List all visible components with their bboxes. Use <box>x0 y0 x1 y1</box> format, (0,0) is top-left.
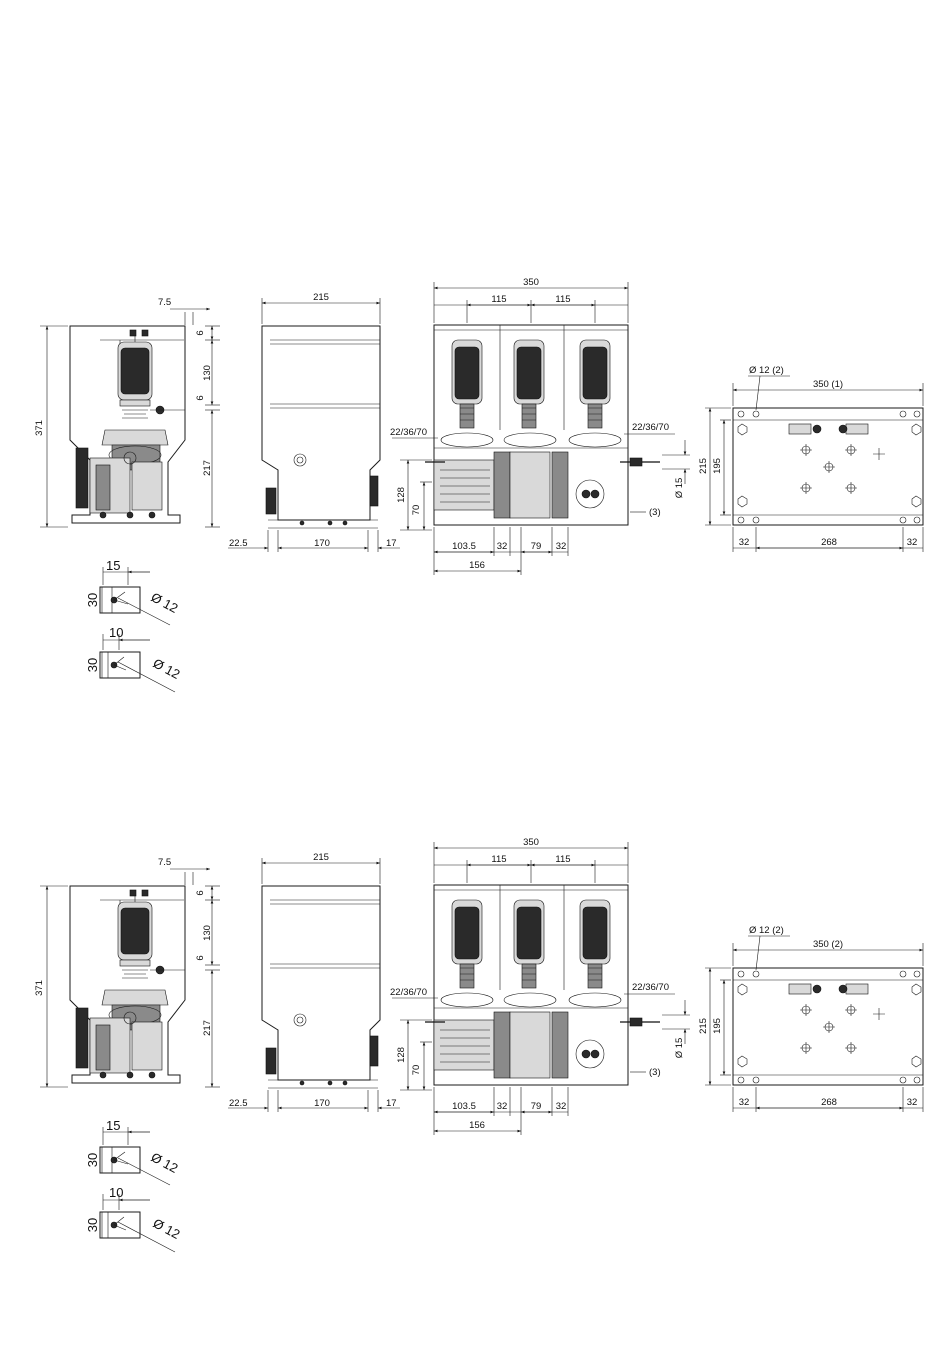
dim-371: 371 <box>34 980 45 996</box>
detail2-h: 30 <box>85 1218 100 1232</box>
dim-170: 170 <box>314 538 330 549</box>
dim-156: 156 <box>469 560 485 571</box>
detail1-d: 15 <box>106 558 120 573</box>
dim-32-plan-r: 32 <box>907 1097 918 1108</box>
detail2-h: 30 <box>85 658 100 672</box>
dim-32-plan-l: 32 <box>739 537 750 548</box>
dim-6-mid: 6 <box>195 395 206 400</box>
dim-22-5: 22.5 <box>229 1098 248 1109</box>
hole-label: Ø 12 (2) <box>749 365 784 376</box>
dim-79: 79 <box>531 1101 542 1112</box>
dim-dia-15: Ø 15 <box>674 478 685 499</box>
dim-6-top: 6 <box>195 330 206 335</box>
dim-195-plan: 195 <box>712 458 723 474</box>
pole-3 <box>579 899 611 989</box>
dim-350-plan: 350 (2) <box>813 939 843 950</box>
back-view: 215 22.5 170 17 <box>228 852 400 1112</box>
plan-view: Ø 12 (2) 350 (1) 215 195 32 268 32 <box>698 365 924 552</box>
dim-70: 70 <box>411 1065 422 1076</box>
dim-115-a: 115 <box>491 854 506 865</box>
plan-view: Ø 12 (2) 350 (2) 215 195 32 268 32 <box>698 925 924 1112</box>
dim-79: 79 <box>531 541 542 552</box>
dim-115-b: 115 <box>555 854 570 865</box>
term-right: 22/36/70 <box>632 422 669 433</box>
detail1-dia: Ø 12 <box>149 589 181 615</box>
dim-103-5: 103.5 <box>452 541 476 552</box>
dim-7-5: 7.5 <box>158 857 171 868</box>
note-3: (3) <box>649 507 661 518</box>
hole-label: Ø 12 (2) <box>749 925 784 936</box>
detail-2: 10 30 Ø 12 <box>85 1185 183 1253</box>
dim-350-plan: 350 (1) <box>813 379 843 390</box>
front-view: 350 115 115 22/36/70 22/36/70 128 70 Ø <box>390 277 690 575</box>
dim-17: 17 <box>386 538 397 549</box>
dim-6-mid: 6 <box>195 955 206 960</box>
dim-115-b: 115 <box>555 294 570 305</box>
dim-115-a: 115 <box>491 294 506 305</box>
detail2-d: 10 <box>109 625 123 640</box>
dim-268: 268 <box>821 1097 837 1108</box>
dim-32-plan-r: 32 <box>907 537 918 548</box>
dim-22-5: 22.5 <box>229 538 248 549</box>
detail-1: 15 30 Ø 12 <box>85 558 181 626</box>
detail1-dia: Ø 12 <box>149 1149 181 1175</box>
detail-2: 10 30 Ø 12 <box>85 625 183 693</box>
dim-350: 350 <box>523 837 539 848</box>
dim-6-top: 6 <box>195 890 206 895</box>
detail2-dia: Ø 12 <box>151 655 183 681</box>
dim-32-b: 32 <box>556 541 567 552</box>
dim-170: 170 <box>314 1098 330 1109</box>
term-left: 22/36/70 <box>390 427 427 438</box>
operating-mechanism <box>75 447 89 509</box>
detail2-d: 10 <box>109 1185 123 1200</box>
side-view: 7.5 6 130 6 217 371 <box>34 297 220 528</box>
dim-371: 371 <box>34 420 45 436</box>
dim-215-plan: 215 <box>698 458 709 474</box>
dim-215: 215 <box>313 292 329 303</box>
dim-130: 130 <box>202 365 213 381</box>
detail2-dia: Ø 12 <box>151 1215 183 1241</box>
dim-350: 350 <box>523 277 539 288</box>
detail1-d: 15 <box>106 1118 120 1133</box>
detail1-h: 30 <box>85 593 100 607</box>
dim-70: 70 <box>411 505 422 516</box>
side-view: 7.5 6 130 6 217 371 <box>34 857 220 1088</box>
dim-32-plan-l: 32 <box>739 1097 750 1108</box>
term-right: 22/36/70 <box>632 982 669 993</box>
pole-2 <box>513 339 545 429</box>
dim-dia-15: Ø 15 <box>674 1038 685 1059</box>
dim-215: 215 <box>313 852 329 863</box>
back-view: 215 22.5 170 17 <box>228 292 400 552</box>
dim-32-a: 32 <box>497 1101 508 1112</box>
pole-1 <box>451 339 483 429</box>
dim-195-plan: 195 <box>712 1018 723 1034</box>
detail1-h: 30 <box>85 1153 100 1167</box>
note-3: (3) <box>649 1067 661 1078</box>
dim-7-5: 7.5 <box>158 297 171 308</box>
dim-32-b: 32 <box>556 1101 567 1112</box>
dim-32-a: 32 <box>497 541 508 552</box>
dim-17: 17 <box>386 1098 397 1109</box>
dim-128: 128 <box>396 1047 407 1063</box>
dim-217: 217 <box>202 460 213 476</box>
pole-1 <box>451 899 483 989</box>
operating-mechanism <box>75 1007 89 1069</box>
dim-128: 128 <box>396 487 407 503</box>
dim-156: 156 <box>469 1120 485 1131</box>
dim-130: 130 <box>202 925 213 941</box>
pole-2 <box>513 899 545 989</box>
front-view: 350 115 115 22/36/70 22/36/70 128 70 Ø <box>390 837 690 1135</box>
detail-1: 15 30 Ø 12 <box>85 1118 181 1186</box>
sheet-1: 7.5 6 130 6 217 371 <box>34 277 924 693</box>
dim-215-plan: 215 <box>698 1018 709 1034</box>
sheet-2: 7.5 6 130 6 217 371 <box>34 837 924 1253</box>
dim-217: 217 <box>202 1020 213 1036</box>
dim-268: 268 <box>821 537 837 548</box>
term-left: 22/36/70 <box>390 987 427 998</box>
pole-3 <box>579 339 611 429</box>
dim-103-5: 103.5 <box>452 1101 476 1112</box>
